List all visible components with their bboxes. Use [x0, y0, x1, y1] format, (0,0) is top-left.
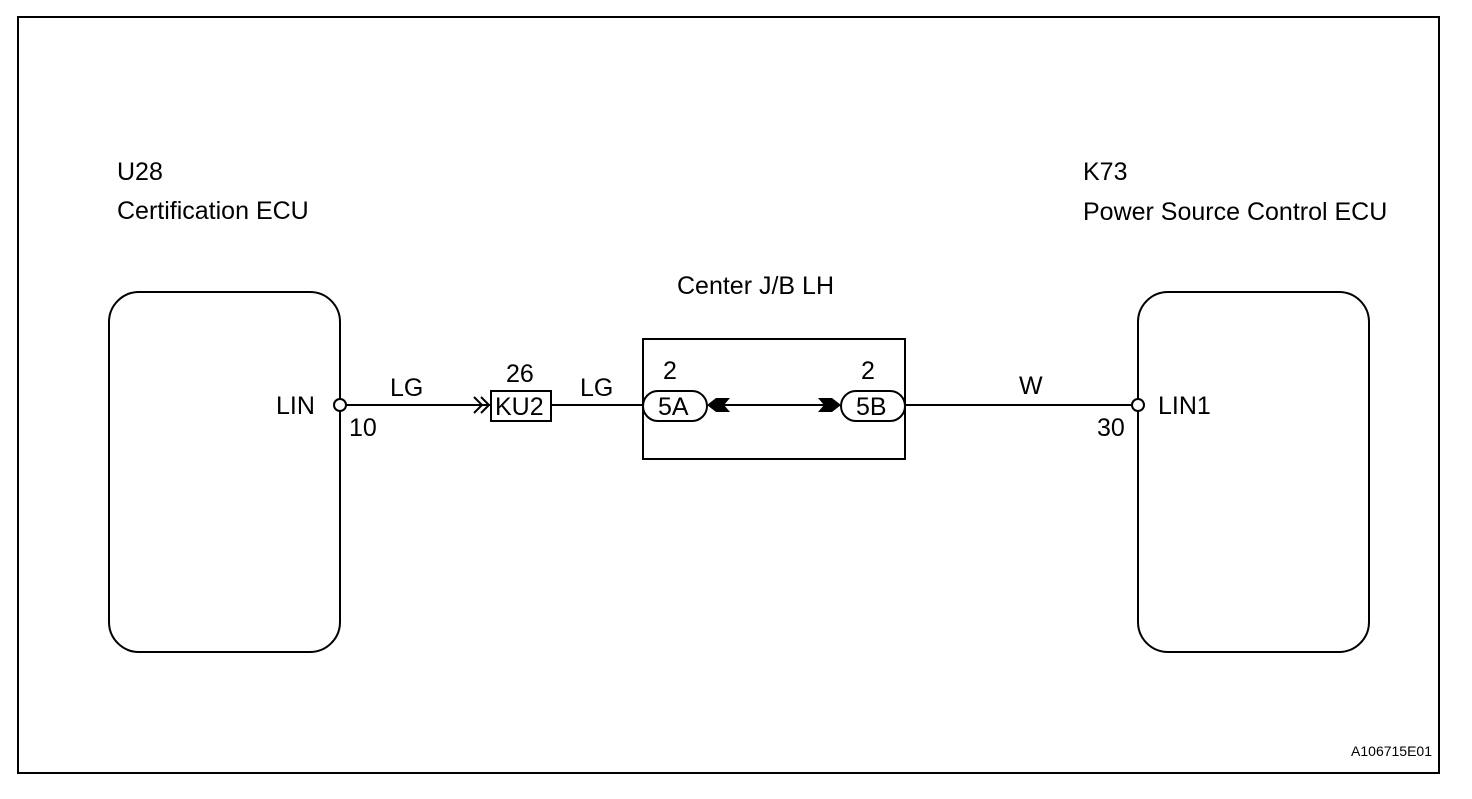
connector-a-id: 5A — [658, 393, 689, 421]
wire-left-2-color: LG — [580, 374, 613, 402]
figure-id: A106715E01 — [1351, 743, 1432, 759]
inline-connector-chevron-1 — [473, 396, 484, 414]
left-ecu-code: U28 — [117, 158, 163, 186]
inline-connector-chevron-2 — [480, 396, 491, 414]
left-ecu-name: Certification ECU — [117, 197, 309, 225]
junction-arrow-left — [707, 398, 730, 412]
left-terminal-name: LIN — [276, 392, 315, 420]
connector-b-pin: 2 — [861, 357, 875, 385]
wire-right-color: W — [1019, 372, 1043, 400]
left-ecu-box — [108, 291, 341, 653]
junction-block-box — [642, 338, 906, 460]
right-ecu-name: Power Source Control ECU — [1083, 198, 1387, 226]
connector-a-box — [642, 390, 708, 422]
connector-b-id: 5B — [856, 393, 887, 421]
left-terminal-pin: 10 — [349, 414, 377, 442]
left-terminal-node — [333, 398, 347, 412]
right-terminal-name: LIN1 — [1158, 392, 1211, 420]
junction-block-title: Center J/B LH — [677, 272, 834, 300]
right-ecu-code: K73 — [1083, 158, 1127, 186]
inline-connector-id: KU2 — [495, 393, 544, 421]
connector-a-pin: 2 — [663, 357, 677, 385]
right-terminal-pin: 30 — [1097, 414, 1125, 442]
wire-left-1-color: LG — [390, 374, 423, 402]
right-ecu-box — [1137, 291, 1370, 653]
right-terminal-node — [1131, 398, 1145, 412]
figure-frame — [17, 16, 1440, 774]
inline-connector-pin: 26 — [506, 360, 534, 388]
junction-arrow-right — [818, 398, 841, 412]
